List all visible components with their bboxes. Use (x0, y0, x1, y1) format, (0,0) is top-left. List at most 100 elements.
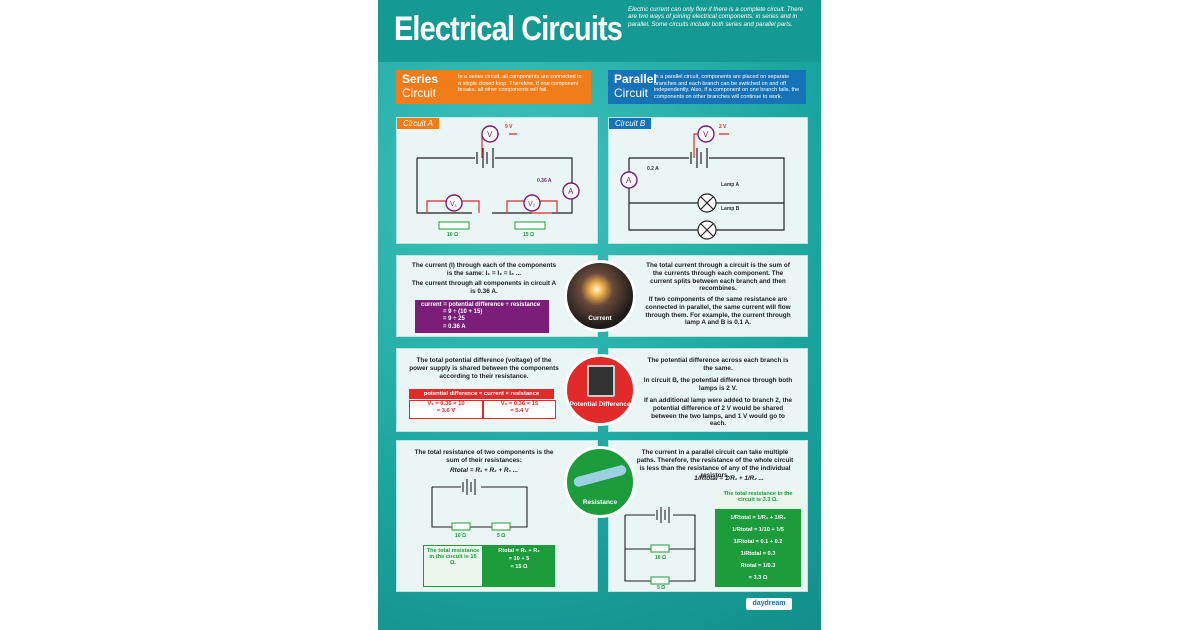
voltmeter-icon (481, 125, 499, 143)
parallel-res-green-line: 1/Rtotal = 0.3 (717, 551, 799, 557)
parallel-pd-text1: The potential difference across each bra… (647, 357, 789, 372)
brand-logo: daydream (746, 598, 792, 610)
series-res-box-line: = 15 Ω (510, 564, 528, 570)
parallel-tag-title: Parallel (614, 72, 657, 86)
voltmeter-v2-icon (523, 194, 541, 212)
circuit-a-label: Circuit A (397, 118, 439, 129)
series-res-box-line: Rtotal = R₁ + R₂ (498, 548, 540, 554)
pd-formula: potential difference = current × resista… (409, 389, 554, 399)
parallel-pd-text2: In circuit B, the potential difference t… (643, 377, 793, 392)
current-formula: current = potential difference ÷ resista… (415, 300, 549, 333)
series-res-r2: 5 Ω (497, 533, 506, 539)
parallel-res-green-line: = 3.3 Ω (717, 575, 799, 581)
poster-title: Electrical Circuits (394, 10, 623, 48)
series-current-text2: The current through all components in ci… (411, 280, 557, 295)
circuit-b-voltage: 2 V (719, 124, 727, 130)
parallel-current-panel: The total current through a circuit is t… (608, 255, 808, 337)
svg-text:A: A (568, 187, 574, 196)
current-formula-line: = 0.36 A (443, 323, 466, 330)
parallel-ammeter-icon (620, 171, 638, 189)
lamp-a-label: Lamp A (721, 182, 740, 188)
brand-text: daydream (752, 600, 786, 607)
current-formula-line: = 9 ÷ (10 + 15) (443, 309, 483, 316)
series-tag-subtitle: Circuit (402, 86, 437, 100)
circuit-a-voltage: 9 V (505, 124, 513, 130)
series-res-box-right: Rtotal = R₁ + R₂ = 10 + 5 = 15 Ω (483, 545, 555, 587)
series-res-box-left: The total resistance in the circuit is 1… (423, 545, 483, 587)
parallel-res-r2: 5 Ω (657, 585, 666, 591)
pd-v2-line: V₂ = 0.36 × 15 (500, 401, 539, 407)
poster: Electrical Circuits Electric current can… (378, 0, 821, 630)
series-current-text: The current (I) through each of the comp… (411, 262, 557, 277)
parallel-res-formula: 1/Rtotal = 1/R₁ + 1/R₂ ... (694, 475, 764, 482)
circuit-a-diagram: V V₁ V₂ A (416, 125, 580, 230)
series-res-formula: Rtotal = R₁ + R₂ + R₃ ... (449, 467, 519, 474)
resistor-1-icon (438, 221, 470, 230)
parallel-res-r1: 10 Ω (655, 555, 666, 561)
parallel-pd-text3: If an additional lamp were added to bran… (643, 397, 793, 428)
current-image: Current (564, 260, 636, 332)
parallel-voltmeter-icon (697, 125, 715, 143)
poster-intro: Electric current can only flow if there … (628, 6, 804, 28)
series-current-panel: The current (I) through each of the comp… (396, 255, 598, 337)
lamp-b-label: Lamp B (721, 206, 740, 212)
parallel-tag-desc: In a parallel circuit, components are pl… (654, 74, 800, 100)
voltmeter-v1-icon (445, 194, 463, 212)
series-res-text: The total resistance of two components i… (414, 449, 554, 464)
pd-image: Potential Difference (564, 354, 636, 426)
svg-text:V₂: V₂ (528, 201, 536, 208)
circuit-a-ammeter-reading: 0.36 A (537, 178, 552, 184)
battery-icon (587, 365, 615, 397)
circuit-b-panel: Circuit B V A 2 V 0.2 A Lamp A Lam (608, 117, 808, 244)
lamp-a-icon (697, 193, 717, 213)
current-formula-line: = 9 ÷ 25 (443, 316, 465, 323)
parallel-res-diagram (624, 507, 696, 585)
series-res-panel: The total resistance of two components i… (396, 440, 598, 592)
resistance-image-label: Resistance (582, 499, 618, 506)
parallel-res-green-title: The total resistance in the circuit is 3… (715, 491, 801, 509)
resistance-image: Resistance (564, 446, 636, 518)
parallel-tag: Parallel Circuit In a parallel circuit, … (608, 70, 806, 104)
parallel-res-green-line: Rtotal = 1/0.3 (717, 563, 799, 569)
parallel-pd-panel: The potential difference across each bra… (608, 348, 808, 432)
parallel-res-green-line: 1/Rtotal = 0.1 + 0.2 (717, 539, 799, 545)
circuit-a-panel: Circuit A V V₁ V₂ A 9 V 0.36 A 10 Ω 15 Ω (396, 117, 598, 244)
parallel-res-greenbox: The total resistance in the circuit is 3… (715, 491, 801, 587)
svg-text:V₁: V₁ (450, 201, 458, 208)
pd-image-label: Potential Difference (569, 401, 631, 408)
resistor-2-icon (514, 221, 546, 230)
pd-v1: V₁ = 0.36 × 10 = 3.6 V (409, 400, 483, 419)
current-formula-line: current = potential difference ÷ resista… (421, 302, 541, 308)
lamp-b-icon (697, 220, 717, 240)
svg-text:V: V (703, 130, 709, 139)
circuit-b-diagram: V A (620, 125, 785, 240)
circuit-b-ammeter-reading: 0.2 A (647, 166, 659, 172)
pd-v2-line: = 5.4 V (510, 408, 529, 414)
series-res-r1: 10 Ω (455, 533, 466, 539)
series-tag-desc: In a series circuit, all components are … (458, 74, 582, 93)
series-tag-title: Series (402, 72, 439, 86)
current-image-label: Current (588, 315, 612, 322)
series-res-diagram (431, 479, 528, 531)
title-band (378, 0, 821, 62)
svg-text:A: A (626, 176, 632, 185)
parallel-current-text2: If two components of the same resistance… (645, 296, 791, 327)
pd-v2: V₂ = 0.36 × 15 = 5.4 V (483, 400, 556, 419)
series-tag: Series Circuit In a series circuit, all … (396, 70, 591, 104)
circuit-b-label: Circuit B (609, 118, 652, 129)
circuit-a-r2: 15 Ω (523, 232, 534, 238)
series-pd-text: The total potential difference (voltage)… (409, 357, 559, 380)
parallel-res-text: The current in a parallel circuit can ta… (636, 449, 794, 480)
parallel-tag-subtitle: Circuit (614, 86, 649, 100)
circuit-a-r1: 10 Ω (447, 232, 458, 238)
series-res-box-line: = 10 + 5 (508, 556, 530, 562)
parallel-current-text: The total current through a circuit is t… (646, 262, 790, 293)
parallel-res-green-line: 1/Rtotal = 1/R₁ + 1/R₂ (717, 515, 799, 521)
parallel-res-panel: The current in a parallel circuit can ta… (608, 440, 808, 592)
pd-v1-line: = 3.6 V (436, 408, 456, 414)
resistor-photo-icon (572, 464, 628, 488)
svg-text:V: V (487, 130, 493, 139)
ammeter-icon (562, 182, 580, 200)
pd-v1-line: V₁ = 0.36 × 10 (427, 401, 465, 407)
parallel-res-green-line: 1/Rtotal = 1/10 + 1/5 (717, 527, 799, 533)
